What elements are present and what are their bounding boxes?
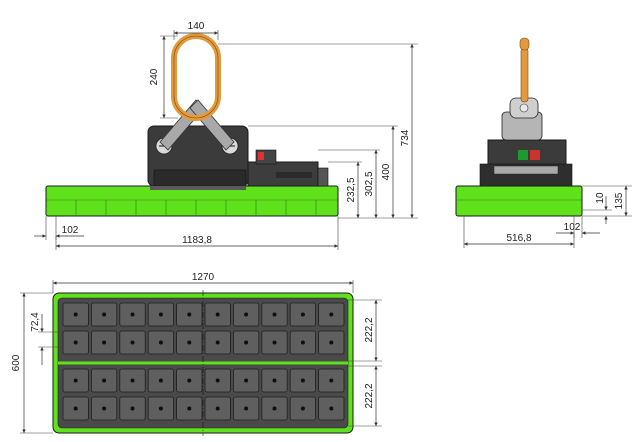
pole-bolt-icon <box>272 406 277 411</box>
front-green-plate <box>45 185 339 217</box>
dim-plan-length: 1270 <box>192 272 215 283</box>
switch-green-icon <box>518 150 528 160</box>
pole-bolt-icon <box>130 406 135 411</box>
pole-bolt-icon <box>272 340 277 345</box>
pole-bolt-icon <box>244 340 249 345</box>
pole-bolt-icon <box>244 406 249 411</box>
dim-ring-width: 140 <box>188 21 205 32</box>
pole-bolt-icon <box>130 378 135 383</box>
dim-plate-offset: 102 <box>62 225 79 236</box>
plan-dimensions: 1270 600 72,4 222,2 222,2 <box>11 272 382 434</box>
pole-bolt-icon <box>215 312 220 317</box>
pole-bolt-icon <box>329 378 334 383</box>
pole-bolt-icon <box>187 406 192 411</box>
pole-bolt-icon <box>272 378 277 383</box>
dim-pole-pitch: 72,4 <box>30 312 41 332</box>
pole-bolt-icon <box>102 340 107 345</box>
dim-ring-height: 240 <box>149 68 160 85</box>
side-lifting-ring <box>520 47 529 103</box>
dim-total-height: 734 <box>400 129 411 146</box>
dim-side-offset: 102 <box>564 222 581 233</box>
dim-side-135: 135 <box>614 192 625 209</box>
side-green-plate <box>455 185 583 217</box>
pole-bolt-icon <box>73 406 78 411</box>
front-dimensions: 140 240 734 400 302,5 232,5 102 1183,8 <box>34 21 418 250</box>
dim-height-232-5: 232,5 <box>346 177 357 202</box>
dim-side-width: 516,8 <box>506 233 531 244</box>
dim-height-400: 400 <box>381 163 392 180</box>
pole-bolt-icon <box>73 340 78 345</box>
switch-red-icon <box>530 150 540 160</box>
pole-bolt-icon <box>158 312 163 317</box>
dim-upper-block: 222,2 <box>364 317 375 342</box>
pole-bolt-icon <box>158 406 163 411</box>
pole-bolt-icon <box>187 340 192 345</box>
pole-bolt-icon <box>272 312 277 317</box>
pole-bolt-icon <box>215 378 220 383</box>
pole-bolt-icon <box>102 312 107 317</box>
pole-bolt-icon <box>300 340 305 345</box>
pole-bolt-icon <box>73 378 78 383</box>
side-dimensions: 135 10 102 516,8 <box>463 185 632 248</box>
pole-bolt-icon <box>300 406 305 411</box>
pole-grid <box>62 302 345 421</box>
pole-bolt-icon <box>158 378 163 383</box>
pole-bolt-icon <box>215 406 220 411</box>
pole-bolt-icon <box>329 312 334 317</box>
pole-bolt-icon <box>158 340 163 345</box>
dim-front-length: 1183,8 <box>182 235 212 246</box>
front-view <box>45 33 339 217</box>
pole-bolt-icon <box>300 378 305 383</box>
dim-lower-block: 222,2 <box>364 383 375 408</box>
front-pole-segments <box>75 200 317 216</box>
plan-view <box>52 290 354 436</box>
dim-plan-width: 600 <box>11 354 22 371</box>
pole-bolt-icon <box>215 340 220 345</box>
dim-height-302-5: 302,5 <box>364 171 375 196</box>
pole-bolt-icon <box>329 340 334 345</box>
pole-bolt-icon <box>187 378 192 383</box>
pole-bolt-icon <box>187 312 192 317</box>
pole-bolt-icon <box>73 312 78 317</box>
dim-side-10: 10 <box>595 192 606 204</box>
pole-bolt-icon <box>329 406 334 411</box>
pole-bolt-icon <box>102 378 107 383</box>
pole-bolt-icon <box>300 312 305 317</box>
pole-bolt-icon <box>244 378 249 383</box>
pole-bolt-icon <box>102 406 107 411</box>
pole-bolt-icon <box>244 312 249 317</box>
side-view <box>455 37 583 217</box>
pole-bolt-icon <box>130 312 135 317</box>
pole-bolt-icon <box>130 340 135 345</box>
